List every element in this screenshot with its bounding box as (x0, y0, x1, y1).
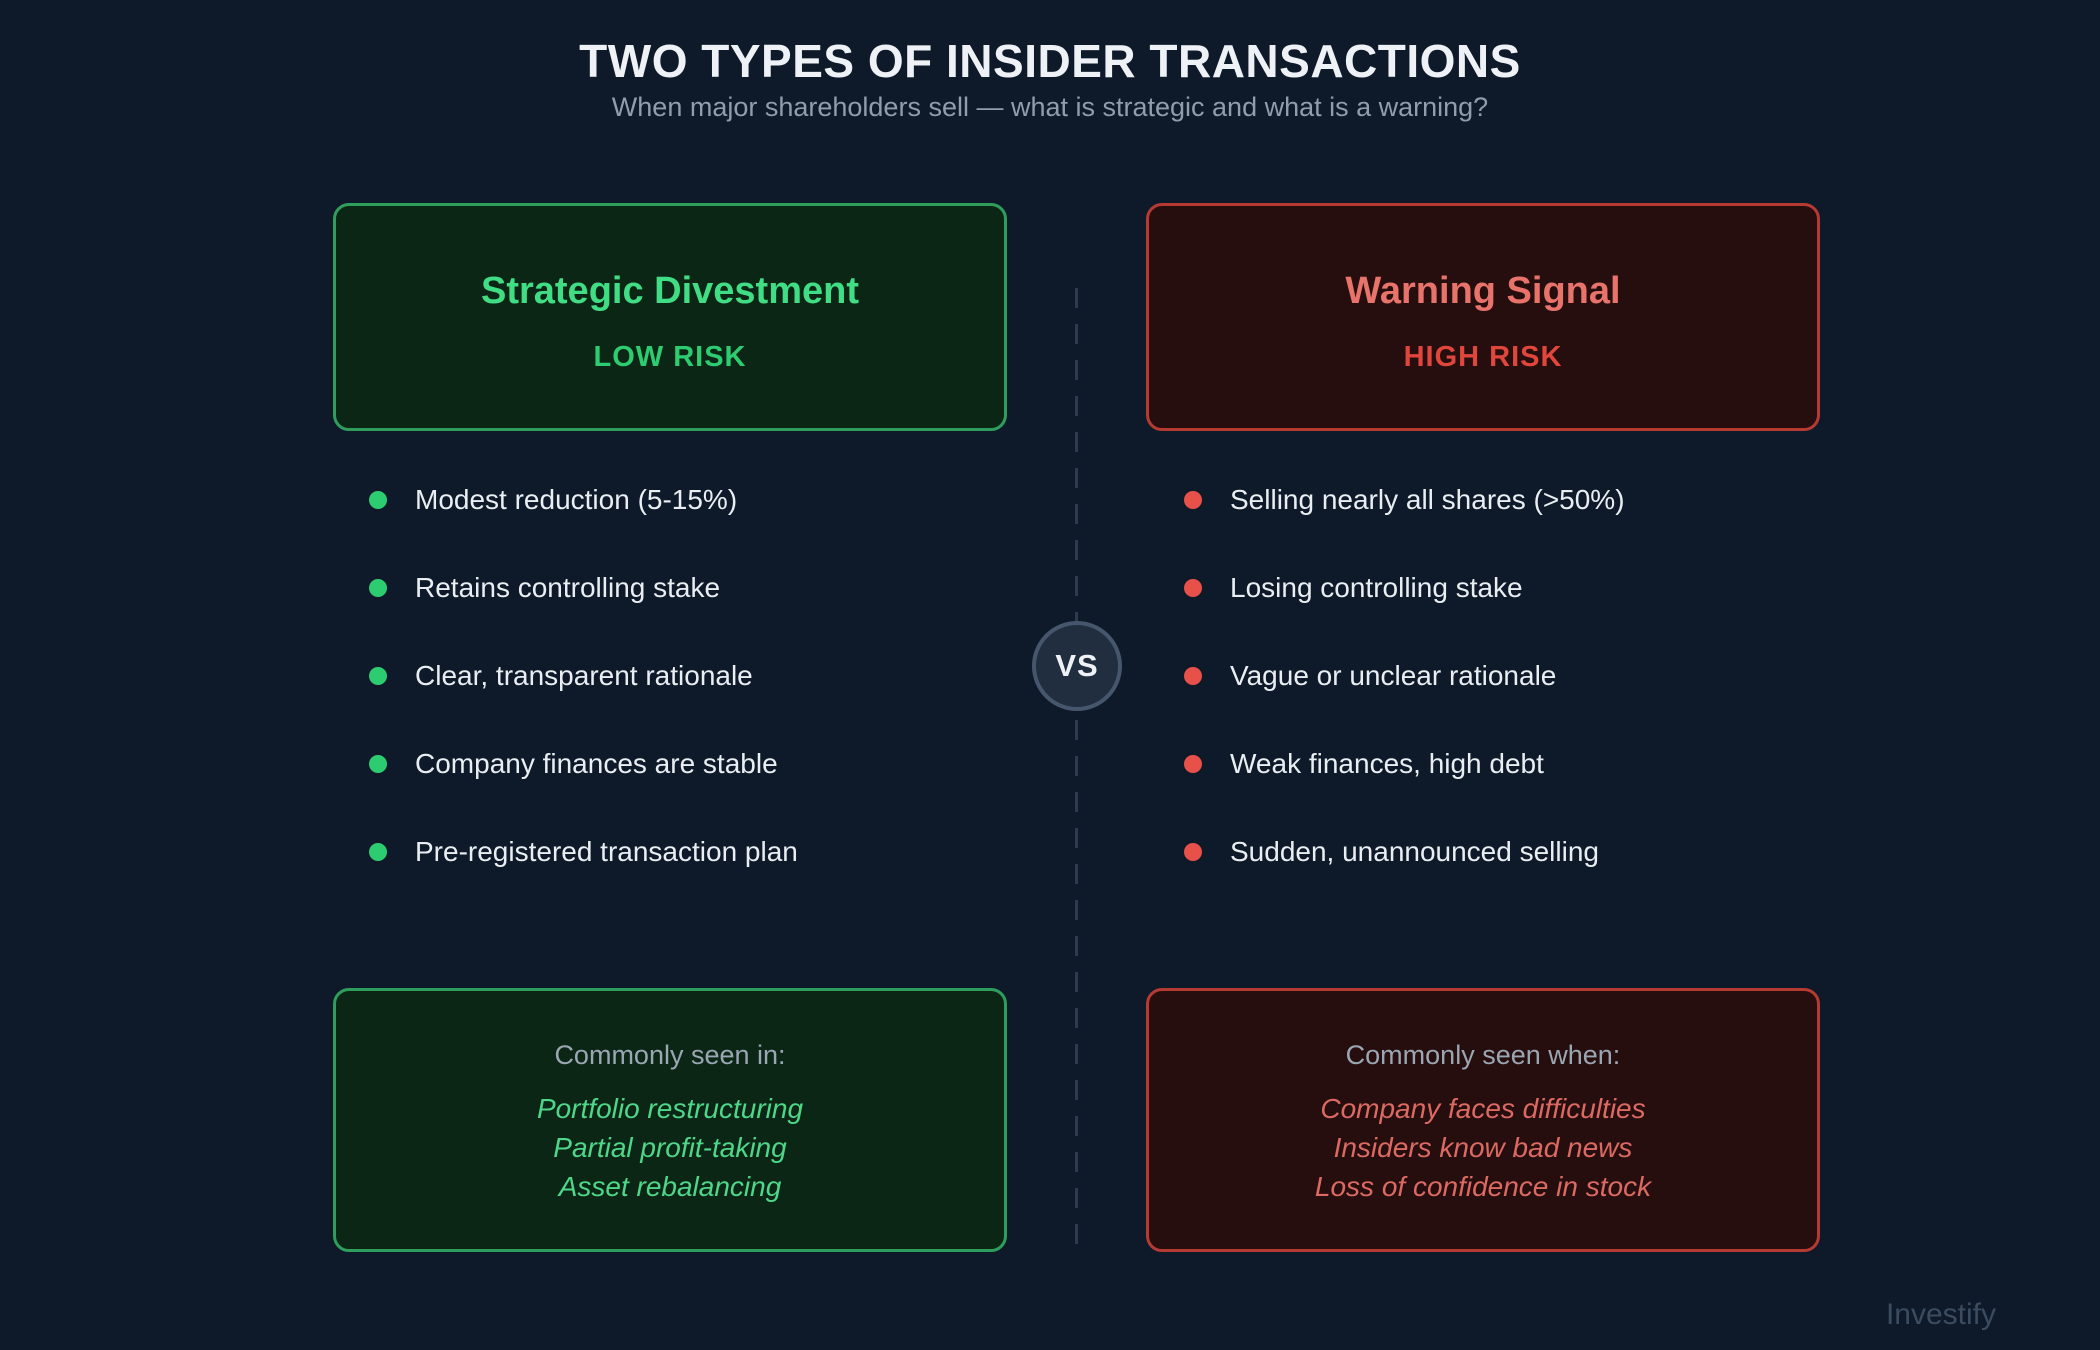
list-item: Pre-registered transaction plan (369, 808, 798, 896)
page-title: TWO TYPES OF INSIDER TRANSACTIONS (579, 35, 1521, 87)
green-dot-icon (369, 579, 387, 597)
list-item: Weak finances, high debt (1184, 720, 1625, 808)
bullet-text: Sudden, unannounced selling (1230, 836, 1599, 867)
footer-item: Insiders know bad news (1333, 1132, 1633, 1163)
footer-item: Company faces difficulties (1320, 1093, 1646, 1124)
center-divider-line (1075, 288, 1078, 1258)
page-subtitle: When major shareholders sell — what is s… (611, 92, 1489, 122)
vs-badge: VS (1032, 621, 1122, 711)
left-footer-heading: Commonly seen in: (554, 1040, 786, 1070)
bullet-text: Vague or unclear rationale (1230, 660, 1557, 691)
right-footer-items: Company faces difficulties Insiders know… (1315, 1089, 1651, 1206)
list-item: Company finances are stable (369, 720, 798, 808)
bullet-text: Weak finances, high debt (1230, 748, 1544, 779)
footer-item: Asset rebalancing (558, 1171, 782, 1202)
red-dot-icon (1184, 491, 1202, 509)
red-dot-icon (1184, 579, 1202, 597)
footer-item: Loss of confidence in stock (1314, 1171, 1652, 1202)
bullet-text: Modest reduction (5-15%) (415, 484, 738, 515)
right-panel-title: Warning Signal (1345, 270, 1621, 312)
vs-label: VS (1055, 648, 1099, 683)
red-dot-icon (1184, 667, 1202, 685)
warning-signal-card: Warning Signal HIGH RISK (1146, 203, 1820, 431)
bullet-text: Clear, transparent rationale (415, 660, 753, 691)
bullet-text: Selling nearly all shares (>50%) (1230, 484, 1625, 515)
left-panel-title: Strategic Divestment (480, 270, 859, 312)
list-item: Modest reduction (5-15%) (369, 456, 798, 544)
left-risk-badge: LOW RISK (593, 341, 747, 373)
right-commonly-seen-card: Commonly seen when: Company faces diffic… (1146, 988, 1820, 1252)
footer-item: Portfolio restructuring (536, 1093, 804, 1124)
left-commonly-seen-card: Commonly seen in: Portfolio restructurin… (333, 988, 1007, 1252)
right-bullet-list: Selling nearly all shares (>50%) Losing … (1184, 456, 1625, 896)
list-item: Selling nearly all shares (>50%) (1184, 456, 1625, 544)
list-item: Sudden, unannounced selling (1184, 808, 1625, 896)
list-item: Losing controlling stake (1184, 544, 1625, 632)
right-footer-heading: Commonly seen when: (1345, 1040, 1621, 1070)
bullet-text: Retains controlling stake (415, 572, 721, 603)
green-dot-icon (369, 667, 387, 685)
list-item: Retains controlling stake (369, 544, 798, 632)
bullet-text: Pre-registered transaction plan (415, 836, 798, 867)
list-item: Vague or unclear rationale (1184, 632, 1625, 720)
brand-watermark: Investify (1885, 1298, 1996, 1331)
strategic-divestment-card: Strategic Divestment LOW RISK (333, 203, 1007, 431)
bullet-text: Company finances are stable (415, 748, 778, 779)
red-dot-icon (1184, 843, 1202, 861)
green-dot-icon (369, 843, 387, 861)
green-dot-icon (369, 491, 387, 509)
bullet-text: Losing controlling stake (1230, 572, 1523, 603)
list-item: Clear, transparent rationale (369, 632, 798, 720)
left-bullet-list: Modest reduction (5-15%) Retains control… (369, 456, 798, 896)
green-dot-icon (369, 755, 387, 773)
right-risk-badge: HIGH RISK (1403, 341, 1563, 373)
footer-item: Partial profit-taking (553, 1132, 787, 1163)
red-dot-icon (1184, 755, 1202, 773)
left-footer-items: Portfolio restructuring Partial profit-t… (537, 1089, 803, 1206)
